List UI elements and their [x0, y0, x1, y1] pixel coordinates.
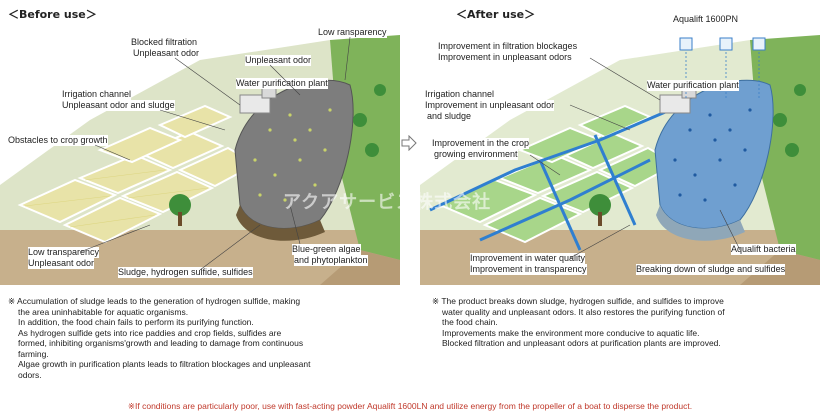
- label-algae-2: and phytoplankton: [294, 255, 368, 266]
- label-sludge: Sludge, hydrogen sulfide, sulfides: [118, 267, 253, 278]
- after-notes: ※ The product breaks down sludge, hydrog…: [432, 296, 820, 349]
- label-algae-1: Blue-green algae: [292, 244, 361, 255]
- label-blocked-filtration: Blocked filtration: [131, 37, 198, 48]
- watermark: アクアサービス株式会社: [283, 192, 492, 213]
- before-title: ＜Before use＞: [8, 8, 97, 21]
- before-illustration: [0, 35, 400, 285]
- label-transparency: Improvement in transparency: [470, 264, 587, 275]
- label-crop-2: growing environment: [434, 149, 518, 160]
- before-notes: ※ Accumulation of sludge leads to the ge…: [8, 296, 398, 380]
- before-note-line: the area uninhabitable for aquatic organ…: [18, 306, 189, 317]
- label-bacteria: Aqualift bacteria: [731, 244, 796, 255]
- after-note-line: the food chain.: [442, 317, 498, 327]
- label-obstacles: Obstacles to crop growth: [8, 135, 108, 146]
- label-unpleasant-odor: Unpleasant odor: [133, 48, 200, 59]
- label-unpleasant-odor-2: Unpleasant odor: [245, 55, 312, 66]
- label-low-transparency-top: Low ransparency: [318, 27, 387, 38]
- label-filtration-1: Improvement in filtration blockages: [438, 41, 578, 52]
- after-note-line: water quality and unpleasant odors. It a…: [442, 306, 725, 317]
- label-irrigation-sub2: and sludge: [427, 111, 472, 122]
- label-water-quality: Improvement in water quality: [470, 253, 586, 264]
- footer-note: ※If conditions are particularly poor, us…: [127, 401, 693, 411]
- label-irrigation-after: Irrigation channel: [425, 89, 495, 100]
- label-irrigation-sub: Unpleasant odor and sludge: [62, 100, 175, 111]
- label-crop-1: Improvement in the crop: [432, 138, 530, 149]
- before-note-line: ※ Accumulation of sludge leads to the ge…: [8, 296, 301, 306]
- label-filtration-2: Improvement in unpleasant odors: [438, 52, 572, 63]
- before-note-line: As hydrogen sulfide gets into rice paddi…: [18, 327, 282, 338]
- after-title: ＜After use＞: [456, 8, 536, 21]
- before-note-line: formed, inhibiting organisms'growth and …: [18, 338, 304, 348]
- label-water-plant-after: Water purification plant: [647, 80, 739, 91]
- label-product: Aqualift 1600PN: [673, 14, 739, 25]
- label-breaking: Breaking down of sludge and sulfides: [636, 264, 786, 275]
- after-note-line: ※ The product breaks down sludge, hydrog…: [432, 296, 724, 306]
- label-water-plant: Water purification plant: [236, 78, 328, 89]
- label-low-transparency-bottom: Low transparency: [28, 247, 100, 258]
- after-note-line: Improvements make the environment more c…: [442, 327, 700, 338]
- after-diagram: ＜After use＞: [420, 0, 820, 348]
- before-note-line: In addition, the food chain fails to per…: [18, 317, 254, 327]
- label-irrigation: Irrigation channel: [62, 89, 132, 100]
- before-note-line: Algae growth in purification plants lead…: [18, 359, 311, 369]
- before-note-line: farming.: [18, 348, 49, 359]
- label-irrigation-sub1: Improvement in unpleasant odor: [425, 100, 555, 111]
- after-note-line: Blocked filtration and unpleasant odors …: [442, 338, 721, 348]
- label-unpleasant-odor-3: Unpleasant odor: [28, 258, 95, 269]
- arrow-right-icon: [401, 135, 417, 151]
- before-note-line: odors.: [18, 369, 42, 380]
- before-diagram: ＜Before use＞: [0, 0, 400, 380]
